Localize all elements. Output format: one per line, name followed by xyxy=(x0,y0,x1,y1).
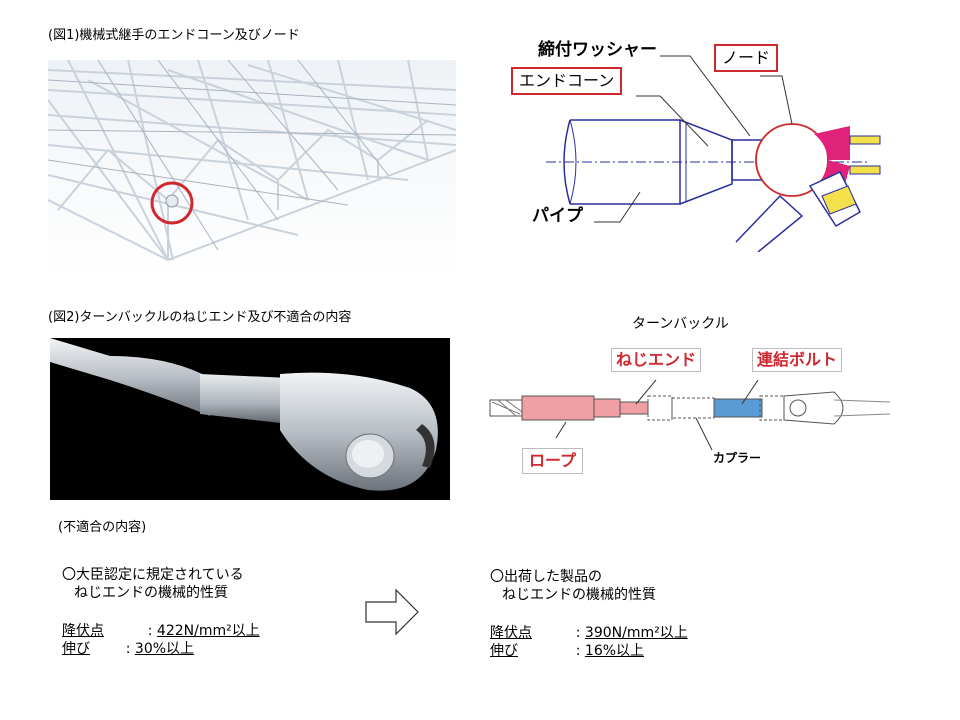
bolt-label: 連結ボルト xyxy=(752,348,843,372)
nonconformity-heading: (不適合の内容) xyxy=(58,520,147,535)
colon: : xyxy=(575,643,581,659)
colon: : xyxy=(575,625,581,641)
spec-left: 〇大臣認定に規定されている ねじエンドの機械的性質 降伏点 : 422N/mm²… xyxy=(62,566,260,658)
spec-left-elong-label: 伸び xyxy=(62,641,90,657)
spec-right: 〇出荷した製品の ねじエンドの機械的性質 降伏点 : 390N/mm²以上 伸び… xyxy=(490,568,688,660)
spec-right-yield-value: 390N/mm²以上 xyxy=(584,625,688,641)
spec-right-elong-label: 伸び xyxy=(490,643,518,659)
spec-right-elong-value: 16%以上 xyxy=(584,643,645,659)
spec-right-line1: 〇出荷した製品の xyxy=(490,569,602,585)
pipe-label: パイプ xyxy=(532,206,583,226)
spec-right-line2: ねじエンドの機械的性質 xyxy=(502,587,656,603)
spec-left-yield-label: 降伏点 xyxy=(62,623,104,639)
screw-end-label: ねじエンド xyxy=(611,348,702,372)
fig1-caption: (図1)機械式継手のエンドコーン及びノード xyxy=(48,28,300,43)
endcone-label: エンドコーン xyxy=(511,67,623,95)
spec-right-yield-label: 降伏点 xyxy=(490,625,532,641)
washer-label: 締付ワッシャー xyxy=(538,40,657,60)
colon: : xyxy=(125,641,131,657)
fig2-caption: (図2)ターンバックルのねじエンド及び不適合の内容 xyxy=(48,310,352,325)
coupler-label: カプラー xyxy=(713,451,762,465)
spec-left-line1: 〇大臣認定に規定されている xyxy=(62,567,244,583)
joint-diagram xyxy=(510,36,890,252)
spec-left-line2: ねじエンドの機械的性質 xyxy=(74,585,228,601)
colon: : xyxy=(147,623,153,639)
node-label: ノード xyxy=(714,44,779,72)
turnbuckle-title: ターンバックル xyxy=(632,316,729,332)
spec-left-yield-value: 422N/mm²以上 xyxy=(156,623,260,639)
space-frame-image xyxy=(48,60,456,274)
spec-left-elong-value: 30%以上 xyxy=(134,641,195,657)
turnbuckle-diagram xyxy=(486,376,890,456)
right-arrow-icon xyxy=(364,588,420,640)
rope-label: ロープ xyxy=(522,448,584,474)
turnbuckle-image xyxy=(50,338,450,500)
